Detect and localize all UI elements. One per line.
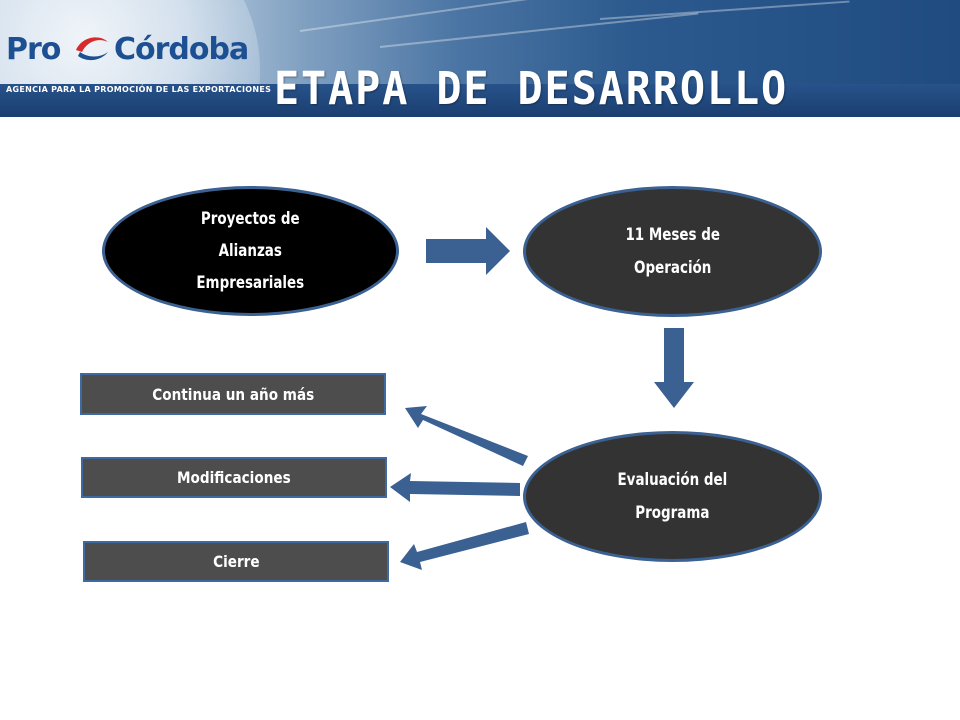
node-alianzas-label: Proyectos de Alianzas Empresariales: [196, 208, 305, 294]
outcome-continua-label: Continua un año más: [152, 384, 314, 404]
node-evaluacion-programa: Evaluación del Programa: [523, 431, 822, 562]
logo-cordoba-text: Córdoba: [114, 32, 249, 67]
banner-band: [0, 84, 960, 117]
outcome-cierre: Cierre: [83, 541, 389, 582]
arrow-right-icon: [426, 227, 510, 275]
arrow-to-continua-icon: [405, 406, 528, 466]
header-banner: Pro Córdoba AGENCIA PARA LA PROMOCIÓN DE…: [0, 0, 960, 117]
node-evaluacion-label: Evaluación del Programa: [617, 470, 728, 523]
node-alianzas-empresariales: Proyectos de Alianzas Empresariales: [102, 186, 399, 316]
arrow-to-modificaciones-icon: [390, 473, 520, 502]
node-meses-operacion: 11 Meses de Operación: [523, 186, 822, 317]
banner-streak: [599, 0, 850, 20]
outcome-modificaciones-label: Modificaciones: [177, 468, 291, 487]
outcome-modificaciones: Modificaciones: [81, 457, 387, 498]
logo-pro-text: Pro: [6, 32, 61, 67]
logo-swoosh-icon: [76, 37, 108, 61]
logo-tagline: AGENCIA PARA LA PROMOCIÓN DE LAS EXPORTA…: [6, 85, 272, 94]
arrow-down-icon: [654, 328, 694, 408]
procordoba-logo: Pro Córdoba: [6, 26, 249, 86]
node-operacion-label: 11 Meses de Operación: [625, 225, 720, 278]
outcome-cierre-label: Cierre: [212, 552, 260, 571]
outcome-continua: Continua un año más: [80, 373, 386, 415]
banner-streak: [379, 12, 699, 48]
arrow-to-cierre-icon: [400, 522, 529, 570]
page-title: ETAPA DE DESARROLLO: [274, 62, 789, 115]
